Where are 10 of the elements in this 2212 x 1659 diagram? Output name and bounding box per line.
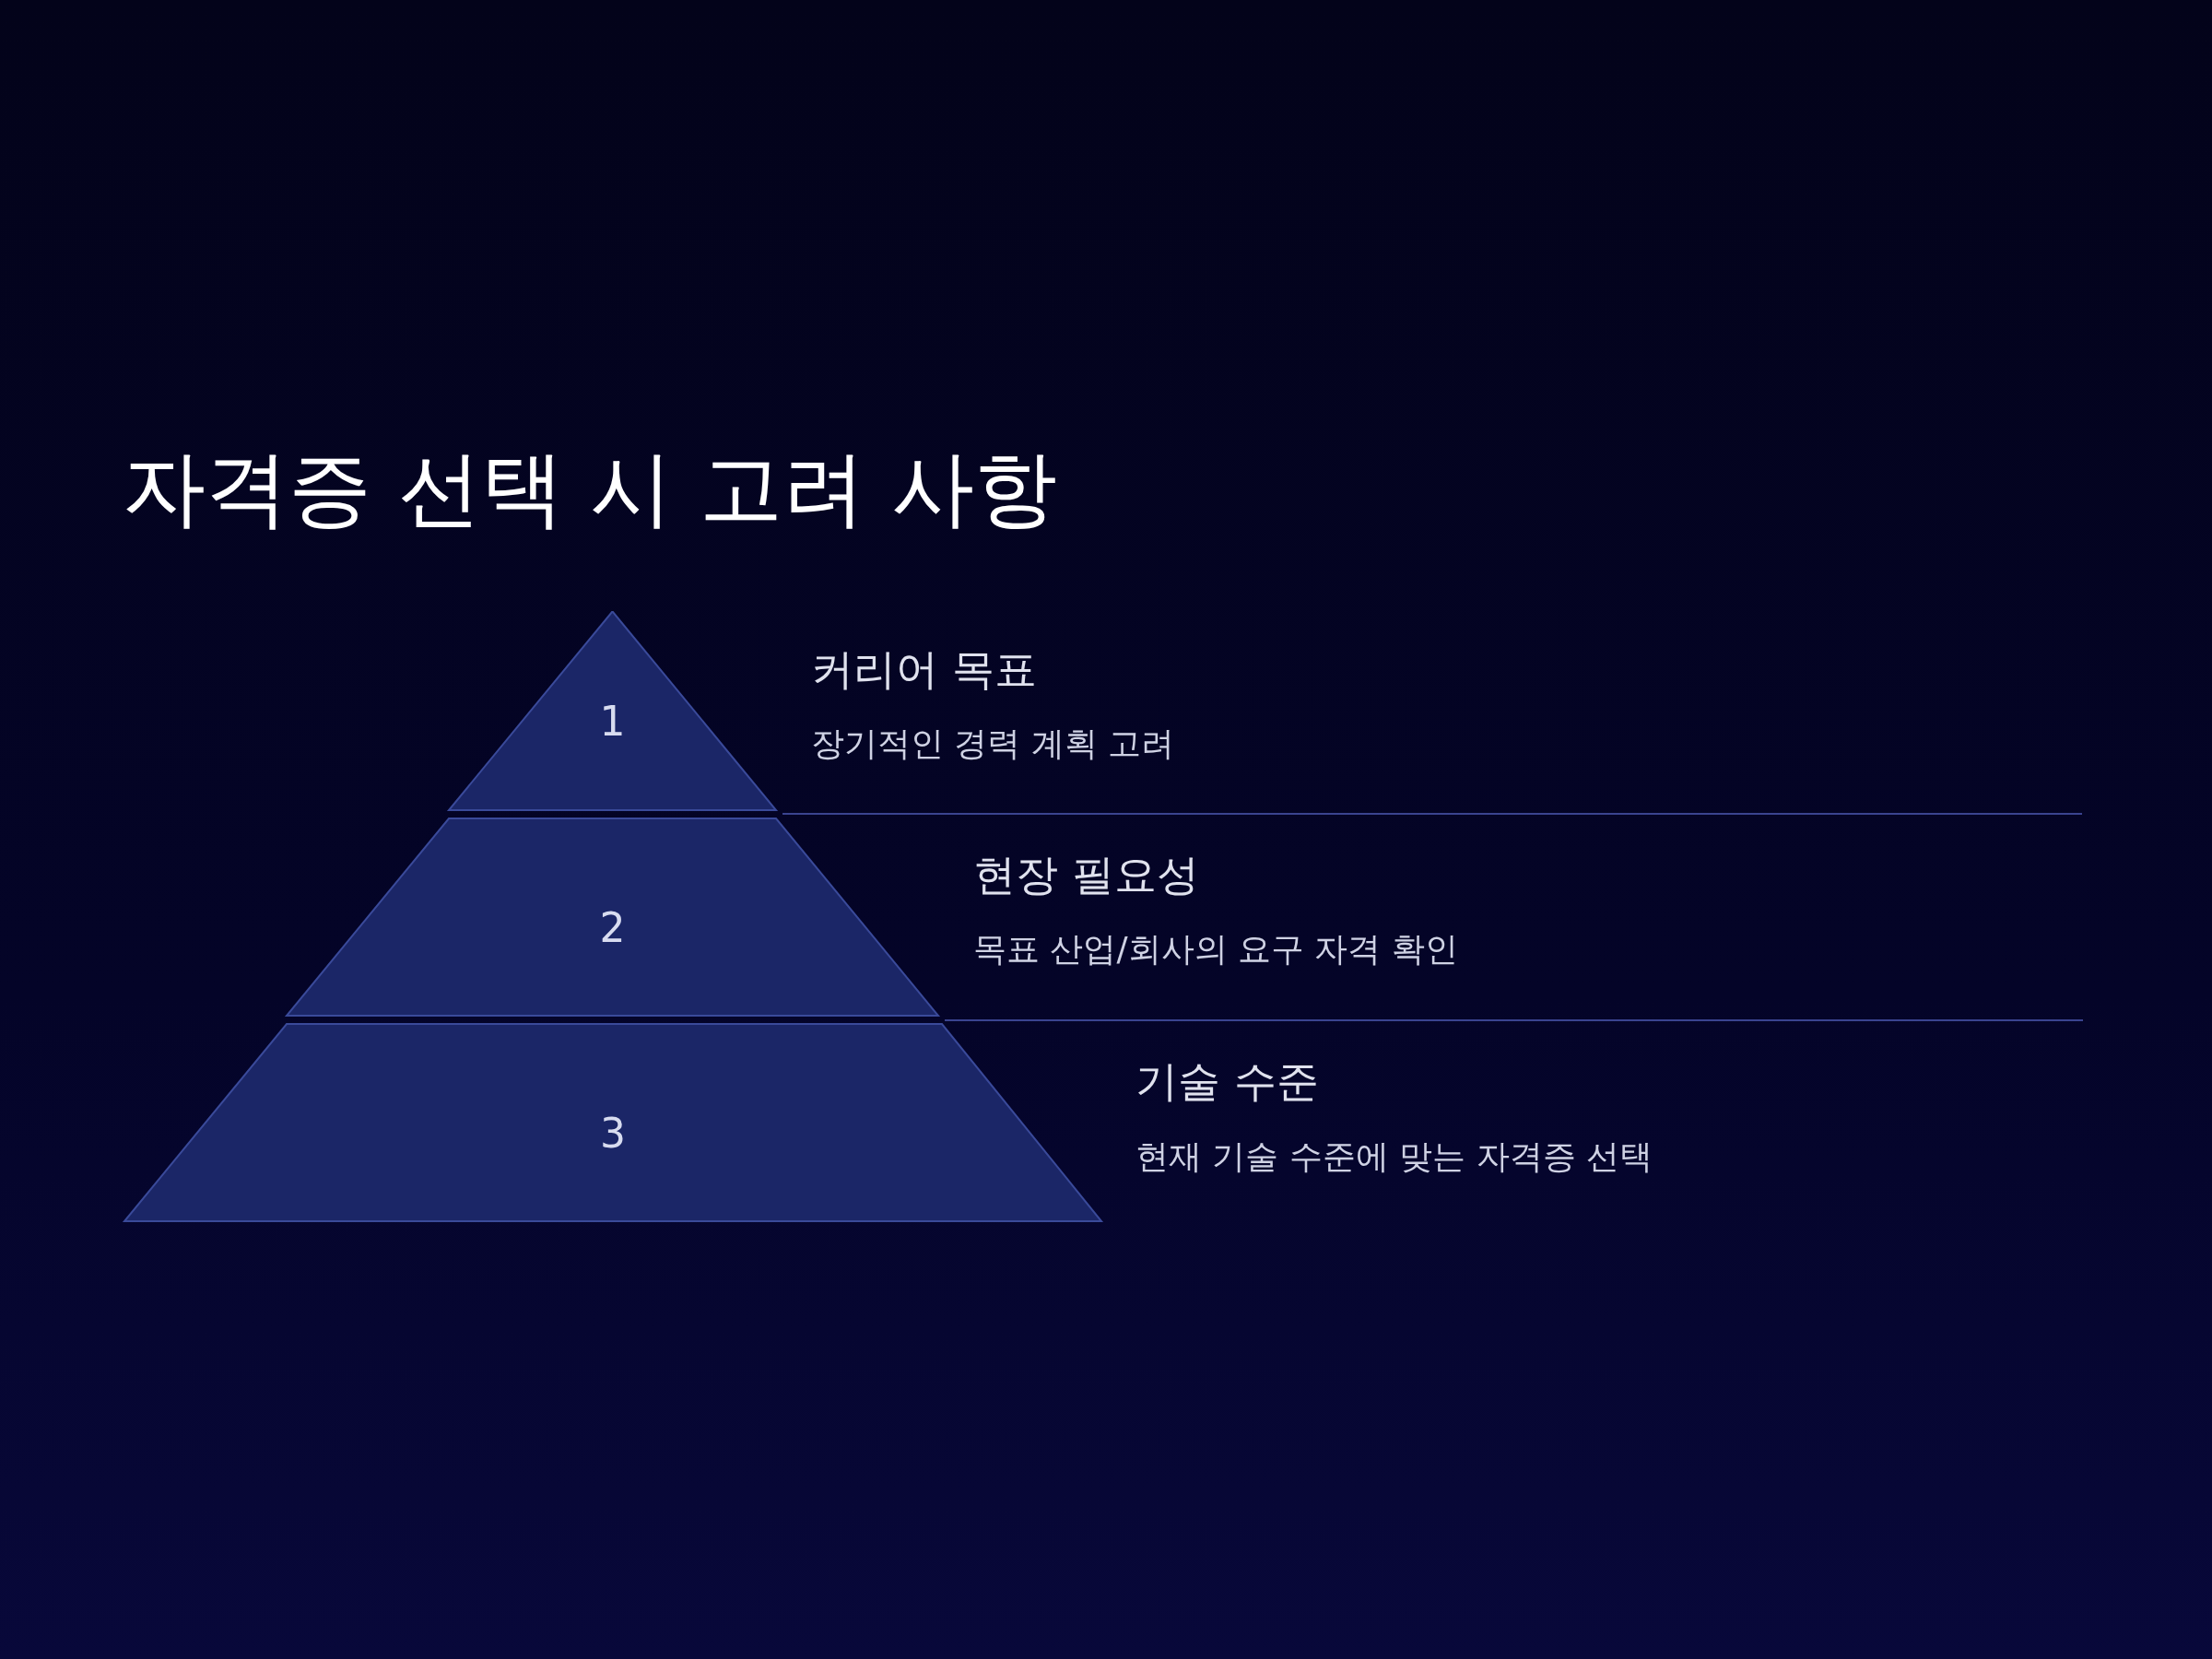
step-number: 1 [599, 697, 626, 745]
step-heading: 기술 수준 [1135, 1055, 1319, 1108]
step-description: 현재 기술 수준에 맞는 자격증 선택 [1135, 1135, 1653, 1177]
step-number: 2 [599, 903, 626, 951]
step-number: 3 [600, 1109, 626, 1157]
step-description: 목표 산업/회사의 요구 자격 확인 [973, 928, 1458, 970]
title: 자격증 선택 시 고려 사항 [123, 439, 1058, 538]
step-description: 장기적인 경력 계획 고려 [811, 723, 1175, 764]
step-heading: 커리어 목표 [811, 643, 1037, 696]
step-heading: 현장 필요성 [973, 849, 1199, 901]
